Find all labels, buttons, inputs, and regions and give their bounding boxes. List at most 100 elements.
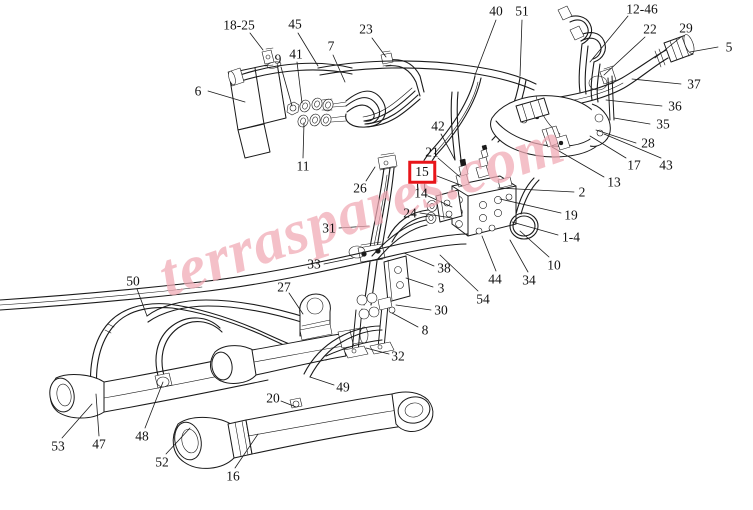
leader-line-1-4 — [511, 221, 559, 236]
main-hydraulic-cylinder-16 — [172, 391, 434, 469]
callout-label-19[interactable]: 19 — [564, 207, 578, 223]
leader-line-35 — [613, 117, 651, 125]
callout-label-3[interactable]: 3 — [437, 280, 445, 296]
callout-label-21[interactable]: 21 — [425, 144, 439, 160]
callout-label-14[interactable]: 14 — [414, 185, 428, 201]
leader-line-13 — [551, 146, 605, 178]
callout-label-54[interactable]: 54 — [476, 291, 490, 307]
leader-line-24 — [419, 212, 453, 219]
callout-label-22[interactable]: 22 — [643, 21, 657, 37]
leader-line-29 — [654, 36, 682, 59]
leader-line-33 — [323, 257, 354, 265]
callout-label-13[interactable]: 13 — [607, 174, 621, 190]
mid-cylinder — [210, 326, 369, 384]
leader-line-11 — [302, 122, 305, 159]
secondary-manifold — [371, 91, 470, 261]
leader-line-22 — [603, 36, 646, 76]
leader-line-54 — [439, 254, 479, 292]
leader-line-42 — [440, 133, 456, 161]
leader-line-2 — [497, 187, 575, 193]
callout-label-41[interactable]: 41 — [289, 46, 303, 62]
callout-label-27[interactable]: 27 — [277, 279, 291, 295]
chassis-rail — [0, 233, 469, 311]
callout-label-35[interactable]: 35 — [656, 116, 670, 132]
pipe-assembly-37-29-5 — [539, 34, 695, 111]
callout-label-9[interactable]: 9 — [274, 51, 282, 67]
leader-line-48 — [144, 381, 164, 429]
callout-label-52[interactable]: 52 — [155, 454, 169, 470]
leader-line-10 — [519, 230, 550, 258]
leader-line-38 — [403, 252, 435, 267]
upper-left-hose-runs — [227, 47, 537, 97]
leader-line-14 — [427, 195, 453, 208]
callout-label-28[interactable]: 28 — [641, 135, 655, 151]
top-right-hose-ends — [557, 5, 617, 121]
callout-label-1-4[interactable]: 1-4 — [562, 229, 580, 245]
leader-line-6 — [207, 90, 246, 103]
callout-label-6[interactable]: 6 — [194, 83, 202, 99]
callout-label-47[interactable]: 47 — [92, 436, 106, 452]
callout-label-8[interactable]: 8 — [421, 322, 429, 338]
callout-label-15[interactable]: 15 — [408, 160, 436, 184]
callout-label-23[interactable]: 23 — [359, 21, 373, 37]
callout-label-42[interactable]: 42 — [431, 118, 445, 134]
callout-label-5[interactable]: 5 — [725, 39, 733, 55]
leader-line-49 — [309, 376, 335, 386]
callout-label-16[interactable]: 16 — [226, 468, 240, 484]
callout-label-34[interactable]: 34 — [522, 272, 536, 288]
leader-line-3 — [405, 277, 434, 288]
callout-label-26[interactable]: 26 — [353, 180, 367, 196]
leader-line-32 — [365, 347, 390, 355]
leader-line-30 — [395, 304, 432, 311]
leader-line-34 — [509, 239, 529, 273]
leader-line-19 — [499, 198, 562, 214]
callout-label-12-46[interactable]: 12-46 — [626, 1, 658, 17]
callout-label-48[interactable]: 48 — [135, 428, 149, 444]
callout-label-29[interactable]: 29 — [679, 20, 693, 36]
leader-line-36 — [605, 99, 663, 107]
callout-label-36[interactable]: 36 — [668, 98, 682, 114]
leader-line-41 — [296, 61, 303, 104]
callout-label-20[interactable]: 20 — [266, 390, 280, 406]
leader-line-40 — [474, 19, 497, 76]
leader-line-12-46 — [589, 15, 629, 63]
callout-label-33[interactable]: 33 — [307, 256, 321, 272]
callout-label-7[interactable]: 7 — [327, 38, 335, 54]
leader-line-9 — [280, 66, 293, 107]
callout-label-40[interactable]: 40 — [489, 3, 503, 19]
callout-label-51[interactable]: 51 — [515, 3, 529, 19]
callout-label-50[interactable]: 50 — [126, 273, 140, 289]
callout-label-17[interactable]: 17 — [627, 157, 641, 173]
leader-line-8 — [391, 312, 419, 328]
leader-line-53 — [61, 403, 93, 439]
leader-line-28 — [595, 129, 637, 144]
callout-label-53[interactable]: 53 — [51, 438, 65, 454]
hose-bundle-loop-7 — [345, 87, 421, 128]
callout-label-32[interactable]: 32 — [391, 348, 405, 364]
pump-motor-housing — [490, 95, 611, 158]
callout-label-37[interactable]: 37 — [687, 76, 701, 92]
leader-line-20 — [280, 400, 297, 408]
leader-line-52 — [165, 427, 191, 455]
callout-label-11[interactable]: 11 — [296, 158, 310, 174]
leader-line-37 — [631, 78, 682, 85]
callout-label-45[interactable]: 45 — [288, 16, 302, 32]
callout-label-18-25[interactable]: 18-25 — [223, 17, 255, 33]
callout-label-38[interactable]: 38 — [437, 260, 451, 276]
left-cylinder-barrel — [49, 349, 269, 419]
callout-label-43[interactable]: 43 — [659, 157, 673, 173]
callout-label-49[interactable]: 49 — [336, 379, 350, 395]
callout-label-24[interactable]: 24 — [403, 205, 417, 221]
leader-line-7 — [332, 54, 346, 83]
leader-line-45 — [297, 32, 319, 67]
callout-label-44[interactable]: 44 — [488, 271, 502, 287]
callout-label-30[interactable]: 30 — [434, 302, 448, 318]
callout-label-10[interactable]: 10 — [547, 257, 561, 273]
callout-label-31[interactable]: 31 — [322, 220, 336, 236]
leader-line-17 — [589, 135, 627, 159]
callout-label-2[interactable]: 2 — [578, 184, 586, 200]
leader-line-26 — [365, 166, 376, 182]
pivot-clevis-27 — [299, 293, 333, 341]
